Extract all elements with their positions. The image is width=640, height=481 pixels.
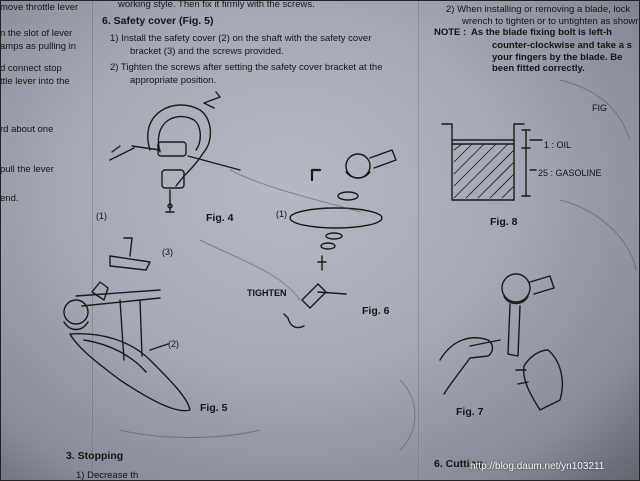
left-line-8: end. xyxy=(0,193,19,204)
tighten-label: TIGHTEN xyxy=(247,288,287,298)
fig6-label: Fig. 6 xyxy=(362,305,390,317)
background-faint-drawing xyxy=(119,79,637,451)
fig7-label: Fig. 7 xyxy=(456,406,484,418)
fig8-oil-label: 1 : OIL xyxy=(544,140,572,150)
note-line1: As the blade fixing bolt is left-h xyxy=(471,27,612,38)
fig6-blade-drawing xyxy=(283,149,397,329)
step2-line1: 2) Tighten the screws after setting the … xyxy=(110,62,383,73)
step2-line2: appropriate position. xyxy=(130,75,217,86)
fig7-hands-drawing xyxy=(439,273,564,411)
cutting-heading: 6. Cutting xyxy=(434,458,483,470)
left-line-6: rd about one xyxy=(0,124,54,135)
left-line-5: ttle lever into the xyxy=(0,76,70,87)
step1-line1: 1) Install the safety cover (2) on the s… xyxy=(110,33,372,44)
fig4-handle-drawing xyxy=(109,91,241,213)
left-line-1: move throttle lever xyxy=(0,2,79,13)
watermark: http://blog.daum.net/yn103211 xyxy=(470,461,605,472)
fig8-mix-drawing xyxy=(441,123,543,201)
fig5-callout-2: (2) xyxy=(168,339,179,349)
fig5-label: Fig. 5 xyxy=(200,402,228,414)
step1-line2: bracket (3) and the screws provided. xyxy=(130,46,284,57)
right-step2-line1: 2) When installing or removing a blade, … xyxy=(446,4,631,15)
fig8-gasoline-label: 25 : GASOLINE xyxy=(538,168,602,178)
note-line2: counter-clockwise and take a s xyxy=(492,40,632,51)
page-fold-left xyxy=(92,0,94,481)
fig6-callout-1: (1) xyxy=(276,209,287,219)
stopping-fragment: 1) Decrease th xyxy=(76,470,139,481)
fig-partial-label: FIG xyxy=(592,103,607,113)
note-line4: been fitted correctly. xyxy=(492,63,585,74)
note-label: NOTE : xyxy=(434,27,467,38)
left-line-2: n the slot of lever xyxy=(0,28,73,39)
note-line3: your fingers by the blade. Be xyxy=(492,52,623,63)
fig5-callout-3: (3) xyxy=(162,247,173,257)
middle-top-fragment: working style. Then fix it firmly with t… xyxy=(118,0,315,10)
page-fold-right xyxy=(418,0,420,481)
right-step2-line2: wrench to tighten or to untighten as sho… xyxy=(462,16,640,27)
left-line-7: pull the lever xyxy=(0,164,54,175)
fig8-label: Fig. 8 xyxy=(490,216,518,228)
fig5-safety-cover-drawing xyxy=(63,237,191,412)
left-line-4: d connect stop xyxy=(0,63,62,74)
fig4-label: Fig. 4 xyxy=(206,212,234,224)
safety-cover-heading: 6. Safety cover (Fig. 5) xyxy=(102,15,214,27)
stopping-heading: 3. Stopping xyxy=(66,450,124,462)
left-line-3: amps as pulling in xyxy=(0,41,77,52)
fig4-callout-1: (1) xyxy=(96,211,107,221)
